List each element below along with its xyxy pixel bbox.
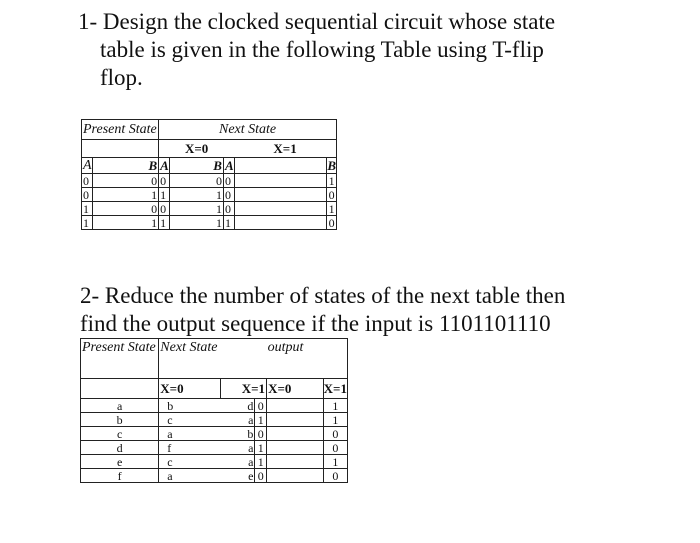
table-row: e c a 1 1 xyxy=(79,454,349,469)
col-a-next0: A xyxy=(158,157,170,174)
table-row: f a e 0 0 xyxy=(79,468,349,483)
question-1-line-2: table is given in the following Table us… xyxy=(100,37,544,62)
table-row: d f a 1 0 xyxy=(79,440,349,455)
col-a-next1: A xyxy=(222,157,235,174)
header-next-state: Next State xyxy=(158,119,337,140)
table-row: 0 0 0 0 0 1 xyxy=(81,173,337,188)
header-output: output xyxy=(266,338,348,379)
table-row: b c a 1 1 xyxy=(79,412,349,427)
col-b: B xyxy=(91,157,160,174)
question-1-line-1: 1- Design the clocked sequential circuit… xyxy=(78,9,556,34)
col-b-next1-final: B xyxy=(326,157,337,174)
question-1-line-3: flop. xyxy=(100,65,143,90)
header-x0-output: X=0 xyxy=(266,378,324,399)
table-row: 0 1 1 1 0 0 xyxy=(81,187,337,202)
header-x1: X=1 xyxy=(234,139,338,158)
question-2-line-2: find the output sequence if the input is… xyxy=(80,311,551,336)
table-subheader-row: X=0 X=1 X=0 X=1 xyxy=(79,378,349,399)
col-b-next1: B xyxy=(168,157,224,174)
state-table-1: Present State Next State X=0 X=1 A B A B… xyxy=(80,119,338,230)
header-present-state: Present State xyxy=(80,119,160,140)
table-header-row: Present State Next State xyxy=(80,119,337,140)
table-row: a b d 0 1 xyxy=(79,398,349,413)
table-column-row: A B A B A B xyxy=(81,157,337,174)
table-header-row: Present State Next State output xyxy=(79,338,348,379)
col-a: A xyxy=(81,157,93,174)
state-table-2: Present State Next State output X=0 X=1 … xyxy=(79,338,349,483)
header-x0: X=0 xyxy=(158,139,235,158)
table-row: c a b 0 0 xyxy=(79,426,349,441)
table-row: 1 1 1 1 1 0 xyxy=(81,215,337,230)
question-2-line-1: 2- Reduce the number of states of the ne… xyxy=(80,283,566,308)
header-x0: X=0 xyxy=(158,378,222,399)
table-subheader-row: X=0 X=1 xyxy=(80,139,338,158)
header-next-state: Next State xyxy=(158,338,267,379)
question-1: 1- Design the clocked sequential circuit… xyxy=(78,8,638,92)
header-x1: X=1 xyxy=(220,378,268,399)
header-x1-output: X=1 xyxy=(322,378,349,399)
header-present-state: Present State xyxy=(79,338,160,379)
table-row: 1 0 0 1 0 1 xyxy=(81,201,337,216)
question-2: 2- Reduce the number of states of the ne… xyxy=(80,282,640,338)
